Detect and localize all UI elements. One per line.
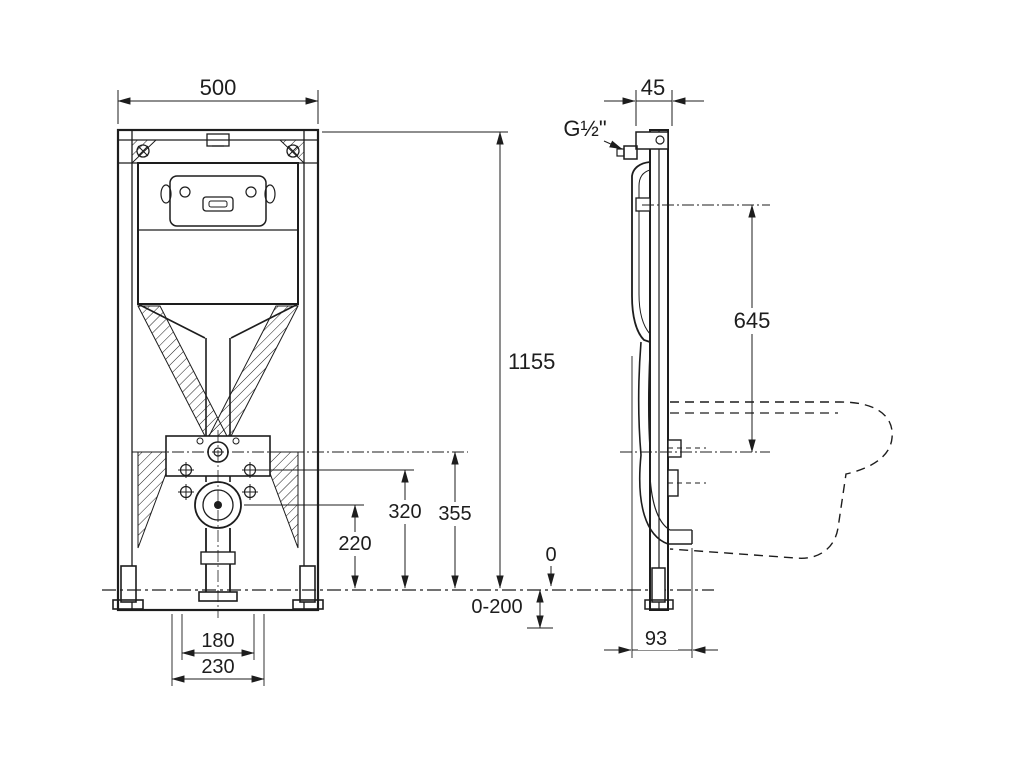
side-top-bracket [635, 131, 669, 150]
right-foot-plate [292, 599, 324, 610]
bracket-hole-right [232, 437, 240, 445]
cistern-body [137, 162, 299, 305]
dim-320-label: 320 [388, 501, 421, 523]
dim-zero-label: 0 [545, 544, 556, 566]
dim-depth-label: 45 [641, 75, 665, 100]
side-view [616, 129, 706, 611]
brace-left [137, 305, 230, 441]
dim-width-label: 500 [200, 75, 237, 100]
bolt-lower-right-cross [242, 484, 258, 500]
dim-180-label: 180 [201, 630, 234, 652]
dim-645-label: 645 [734, 308, 771, 333]
dim-355-label: 355 [438, 503, 471, 525]
side-flush-pipe-outer [637, 341, 692, 545]
dim-93-label: 93 [645, 628, 667, 650]
dim-floor-zero: 0 [545, 544, 557, 587]
plate-window-outer [202, 196, 234, 212]
dim-320: 320 [258, 469, 426, 589]
right-foot [299, 565, 316, 603]
inlet-nipple [616, 148, 625, 157]
side-top-screw [655, 135, 665, 145]
dim-height-1155: 1155 [322, 131, 555, 589]
dim-180: 180 [181, 614, 255, 660]
dim-foot-range-label: 0-200 [471, 596, 522, 618]
front-view [112, 128, 324, 618]
dim-645: 645 [620, 204, 774, 453]
bolt-upper-left-cross [178, 462, 194, 478]
dim-foot-range: 0-200 [471, 589, 553, 629]
dim-depth-45: 45 [604, 75, 704, 126]
dim-width-500: 500 [117, 75, 319, 124]
left-foot-plate [112, 599, 144, 610]
bolt-lower-left-cross [178, 484, 194, 500]
corner-gusset-right [278, 139, 305, 165]
dim-355: 355 [132, 451, 476, 589]
corner-gusset-left [131, 139, 158, 165]
inlet-fitting [623, 145, 638, 160]
inlet-thread-label: G½" [563, 116, 606, 141]
plate-screw-right [245, 186, 257, 198]
bowl-profile [669, 401, 893, 559]
bracket-hole-left [196, 437, 204, 445]
plate-slot-left [160, 184, 172, 204]
flush-plate [169, 175, 267, 227]
side-foot-plate [644, 599, 674, 610]
dim-93: 93 [604, 356, 718, 658]
dim-220-label: 220 [338, 533, 371, 555]
plate-screw-left [179, 186, 191, 198]
side-tank-profile [631, 161, 651, 343]
dim-230-label: 230 [201, 656, 234, 678]
plate-slot-right [264, 184, 276, 204]
toilet-bowl-outline [669, 401, 893, 559]
side-tank-inner [638, 169, 651, 335]
label-inlet-thread: G½" [563, 116, 623, 150]
side-foot [651, 567, 666, 603]
dim-220: 220 [244, 504, 376, 589]
dim-height-label: 1155 [508, 349, 555, 374]
bolt-upper-right-cross [242, 462, 258, 478]
dim-230: 230 [171, 614, 265, 686]
side-supply-fitting [635, 197, 651, 212]
side-flush-pipe-inner [647, 349, 692, 531]
plate-window-inner [208, 200, 228, 208]
left-foot [120, 565, 137, 603]
brace-right [206, 305, 299, 441]
